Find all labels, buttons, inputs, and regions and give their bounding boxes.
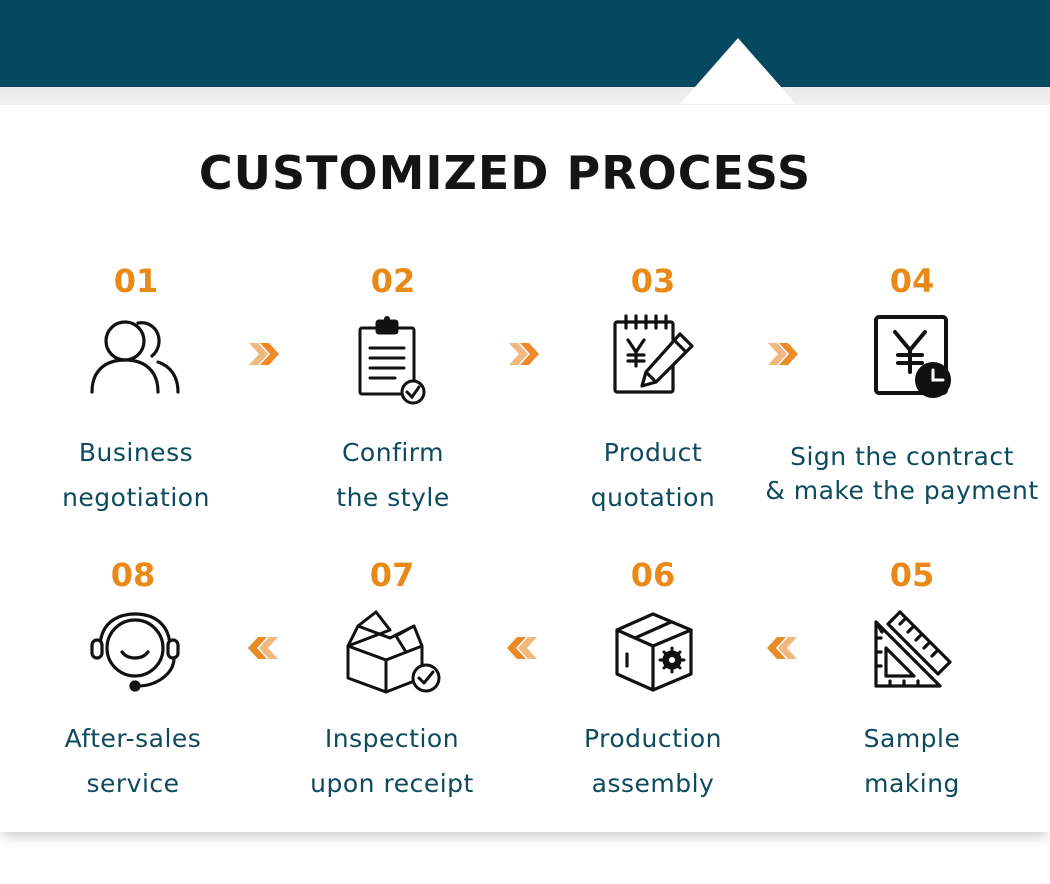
step-label-line2: service [86, 769, 180, 798]
step-label-line1: Sign the contract [790, 442, 1014, 471]
headset-icon [90, 612, 180, 692]
step-label-line1: Business [78, 438, 194, 467]
clipboard-check-icon [357, 314, 431, 406]
chevron-right-icon [247, 341, 281, 367]
triangle-ruler-icon [872, 608, 954, 690]
step-number: 01 [113, 262, 159, 300]
step-number: 03 [630, 262, 676, 300]
yuan-clock-icon [873, 314, 955, 400]
step-02: 02 Confirm the style [243, 262, 543, 522]
step-label-line1: Production [583, 724, 722, 753]
header-shadow-strip [0, 87, 1050, 105]
step-label: Sign the contract & make the payment [752, 440, 1050, 508]
step-label-line1: Confirm [341, 438, 445, 467]
chevron-left-icon [765, 635, 799, 661]
step-06: 06 Production assembly [503, 556, 803, 816]
step-number: 07 [369, 556, 415, 594]
chevron-left-icon [246, 635, 280, 661]
step-label: Confirm the style [243, 430, 543, 520]
chevron-right-icon [766, 341, 800, 367]
step-number: 08 [110, 556, 156, 594]
step-01: 01 Business negotiation [0, 262, 286, 522]
step-label-line1: Product [603, 438, 703, 467]
open-box-check-icon [344, 608, 442, 694]
step-label: Product quotation [503, 430, 803, 520]
step-label: Business negotiation [0, 430, 286, 520]
step-07: 07 Inspection upon receipt [242, 556, 542, 816]
step-number: 04 [889, 262, 935, 300]
step-03: 03 Product quotation [503, 262, 803, 522]
step-number: 06 [630, 556, 676, 594]
step-label-line2: quotation [590, 483, 716, 512]
step-label: Inspection upon receipt [242, 716, 542, 806]
step-label-line1: Sample [863, 724, 961, 753]
header-notch [680, 38, 796, 104]
header-band [0, 0, 1050, 87]
quotation-pencil-icon [612, 314, 698, 398]
chevron-right-icon [507, 341, 541, 367]
step-label-line1: Inspection [324, 724, 460, 753]
step-08: 08 After-sales service [0, 556, 283, 816]
step-number: 05 [889, 556, 935, 594]
step-label: Sample making [762, 716, 1050, 806]
content-panel [0, 105, 1050, 832]
step-label-line2: making [864, 769, 960, 798]
step-label-line2: the style [336, 483, 450, 512]
step-label: Production assembly [503, 716, 803, 806]
step-label-line2: & make the payment [765, 476, 1039, 505]
chevron-left-icon [505, 635, 539, 661]
step-04: 04 Sign the contract & make the payment [752, 262, 1050, 522]
step-label-line1: After-sales [64, 724, 202, 753]
step-label: After-sales service [0, 716, 283, 806]
people-icon [88, 314, 182, 394]
step-label-line2: assembly [591, 769, 715, 798]
step-05: 05 Sample making [762, 556, 1050, 816]
step-number: 02 [370, 262, 416, 300]
page-title: CUSTOMIZED PROCESS [198, 146, 812, 200]
box-gear-icon [613, 610, 695, 694]
step-label-line2: upon receipt [310, 769, 474, 798]
step-label-line2: negotiation [62, 483, 210, 512]
